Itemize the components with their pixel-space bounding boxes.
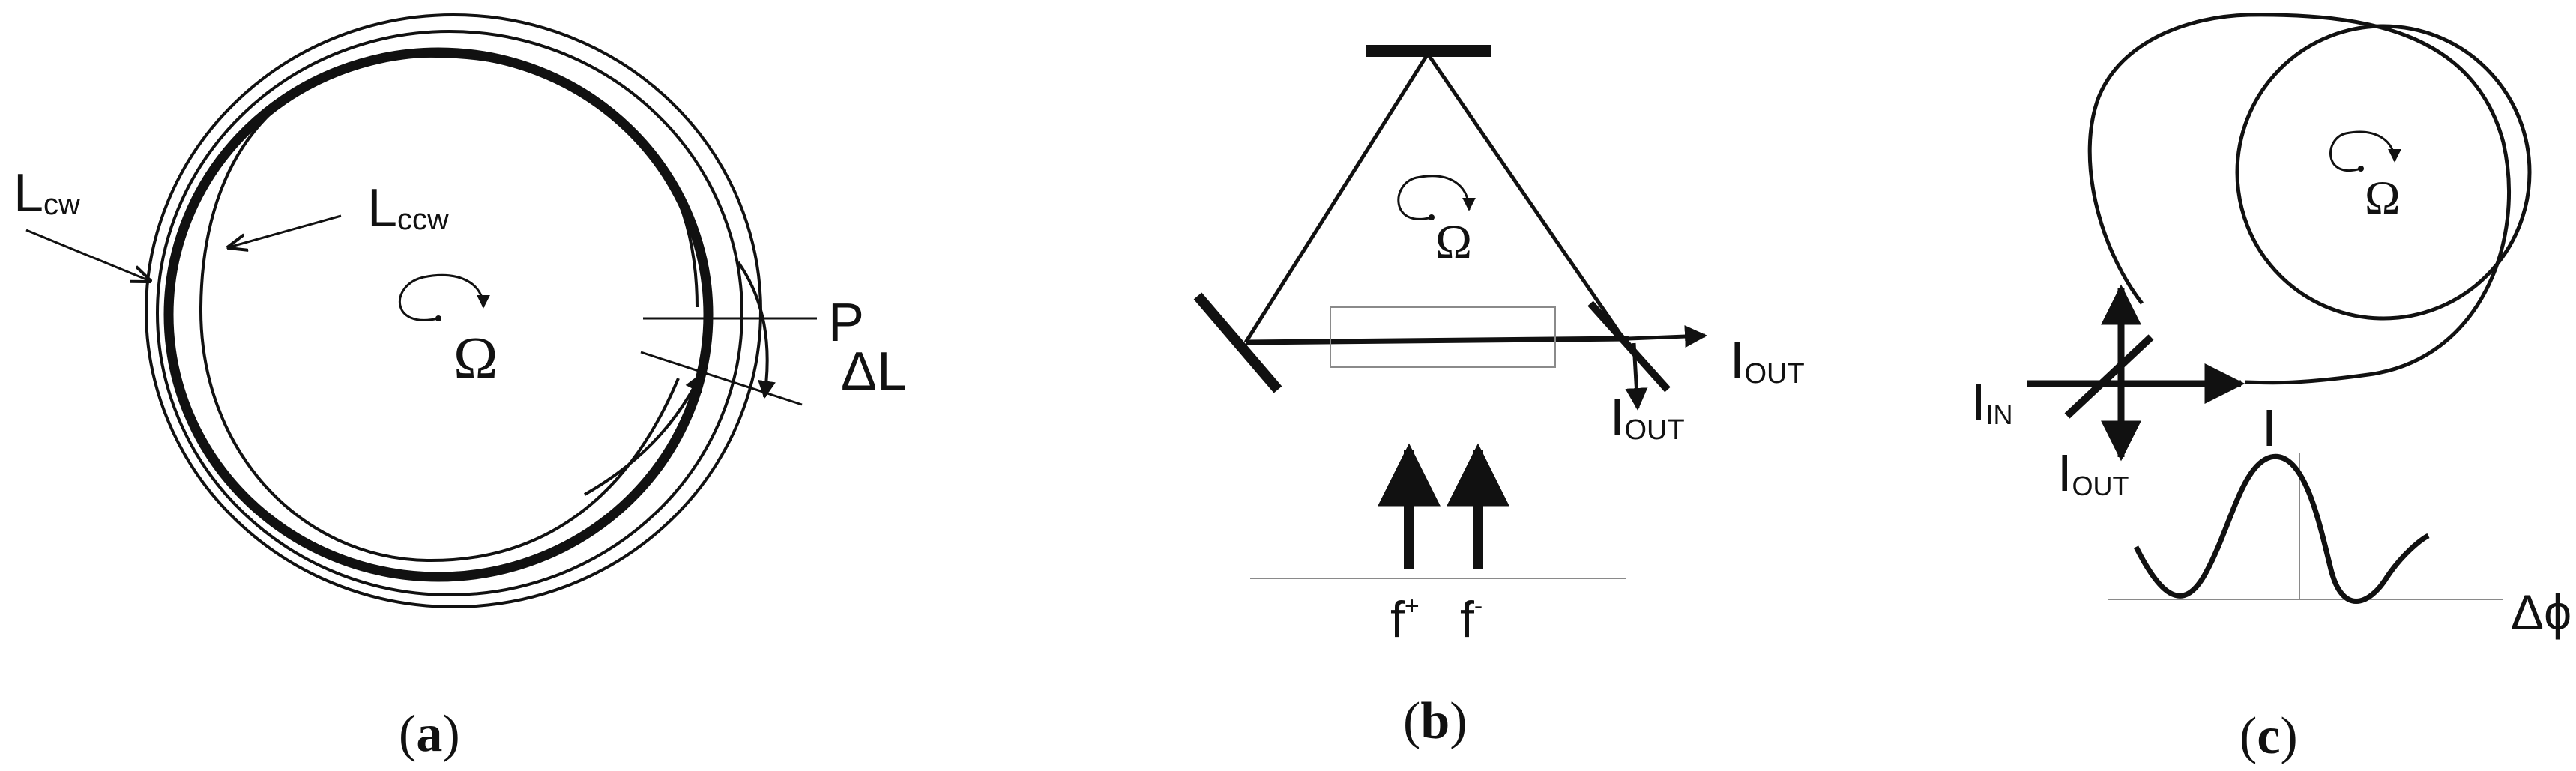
- label-i-axis: I: [2262, 399, 2276, 457]
- panel-a: Ω Lcw Lccw P ΔL (a): [13, 13, 907, 763]
- caption-b: (b): [1403, 692, 1468, 750]
- rotation-omega-symbol-a: [399, 273, 490, 321]
- label-i-out-down: IOUT: [1610, 387, 1685, 446]
- inner-arrow: [584, 372, 702, 496]
- output-arrow-down: [1625, 342, 1648, 411]
- label-i-in: IIN: [1971, 372, 2012, 431]
- delta-l-line: [640, 351, 803, 406]
- left-mirror: [1193, 292, 1282, 393]
- label-delta-phi: Δϕ: [2511, 584, 2572, 640]
- panel-c: Ω I Δϕ IIN IOUT (c): [1971, 13, 2572, 765]
- beam-bottom: [1245, 336, 1629, 345]
- inner-loop: [199, 54, 699, 563]
- outer-arrow: [737, 261, 776, 399]
- fiber-coil-inner: [2235, 24, 2532, 321]
- interference-curve: [2133, 453, 2430, 604]
- label-p: P: [828, 293, 864, 353]
- beam-top-left: [1243, 52, 1430, 344]
- label-delta-l: ΔL: [841, 342, 907, 402]
- omega-label-c: Ω: [2365, 171, 2401, 224]
- label-i-out-c: IOUT: [2057, 444, 2129, 502]
- rotation-omega-symbol-b: [1397, 175, 1476, 220]
- omega-label-b: Ω: [1435, 215, 1472, 270]
- beamsplitter-c: [2064, 334, 2154, 419]
- fiber-coil-outer: [2087, 13, 2511, 385]
- beam-top-right: [1426, 52, 1631, 348]
- outer-loop-cw: [145, 13, 762, 608]
- thick-loop-ccw: [163, 47, 714, 582]
- rotation-omega-symbol-c: [2329, 130, 2401, 172]
- panel-b: Ω f+ f- IOUT IOUT (b): [1193, 45, 1805, 750]
- lcw-pointer: [25, 229, 150, 281]
- label-f-minus: f-: [1460, 591, 1482, 648]
- right-beamsplitter: [1587, 300, 1671, 393]
- outer-loop-2: [156, 30, 743, 596]
- label-f-plus: f+: [1390, 591, 1420, 648]
- label-lcw: Lcw: [13, 163, 80, 223]
- omega-label-a: Ω: [453, 326, 498, 392]
- caption-a: (a): [399, 705, 460, 763]
- label-lccw: Lccw: [367, 178, 449, 238]
- lccw-pointer: [229, 214, 342, 247]
- label-i-out-right: IOUT: [1730, 331, 1805, 390]
- caption-c: (c): [2239, 707, 2298, 765]
- gain-medium: [1330, 306, 1556, 368]
- output-arrow-right: [1628, 325, 1707, 348]
